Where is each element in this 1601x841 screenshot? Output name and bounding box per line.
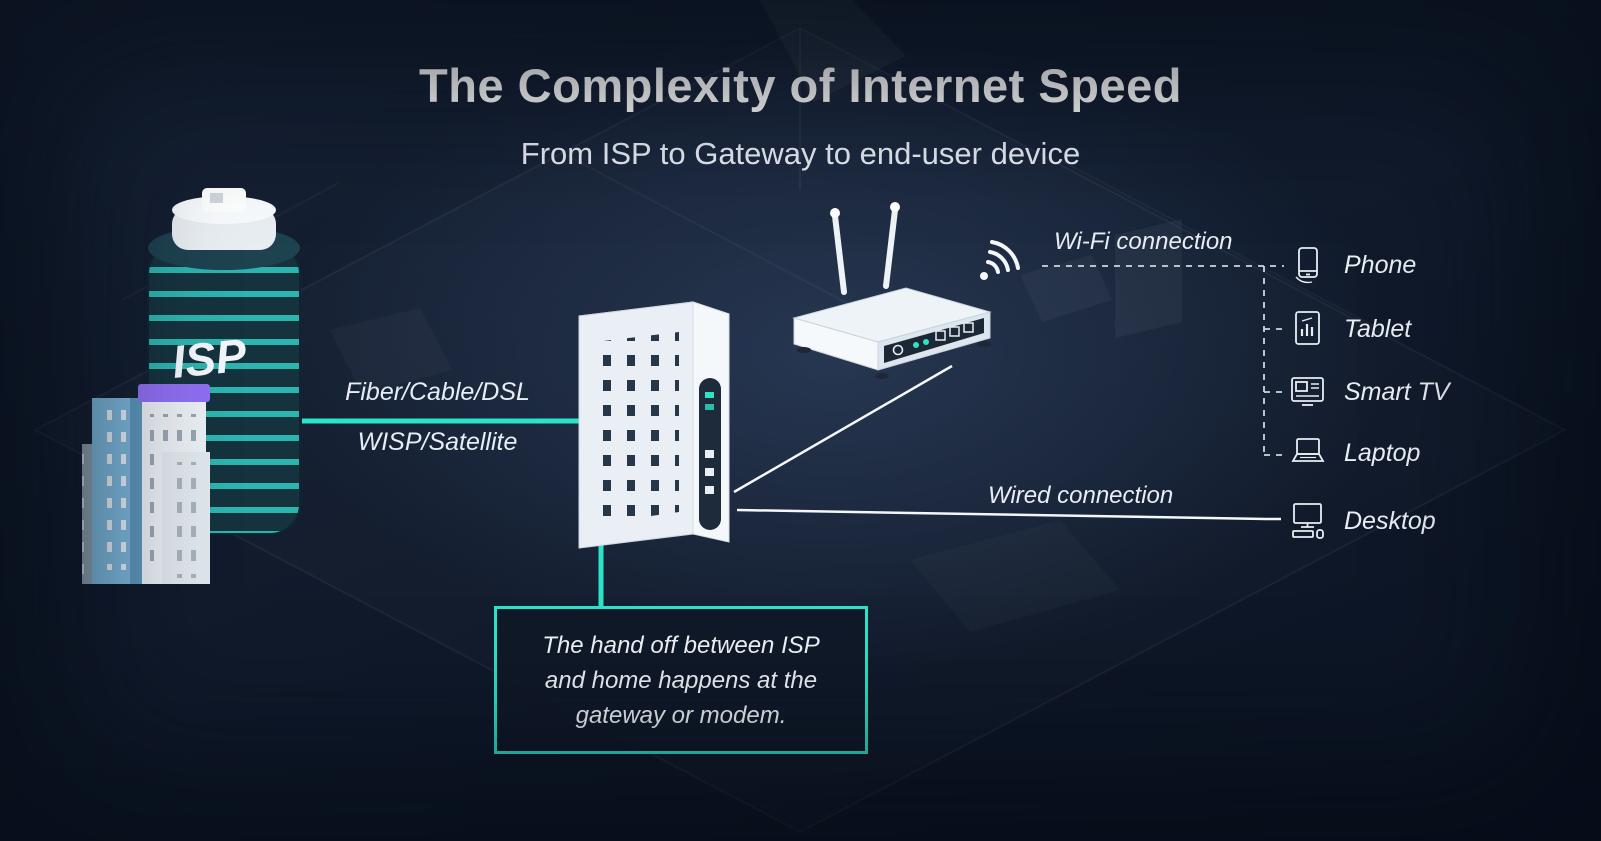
wifi-link-label: Wi-Fi connection [1054,228,1233,255]
laptop-icon [1291,438,1325,462]
isp-building: ISP [82,188,301,584]
modem-status-panel [699,378,721,530]
phone-icon [1295,247,1318,284]
device-label: Tablet [1344,314,1412,343]
wifi-signal-icon [980,240,1020,280]
smart-tv-icon [1291,377,1324,406]
callout-line: gateway or modem. [575,701,787,729]
modem-gateway [578,301,730,549]
callout-line: and home happens at the [544,666,818,694]
device-item-smart-tv: Smart TV [1286,366,1450,418]
isp-link-label-line1: Fiber/Cable/DSL [345,378,530,406]
page-subtitle: From ISP to Gateway to end-user device [520,136,1081,171]
isp-link-label-line2: WISP/Satellite [357,428,518,456]
router-antennas [832,207,898,295]
device-label: Smart TV [1344,377,1450,406]
wifi-router [792,202,992,379]
device-label: Phone [1344,250,1417,279]
desktop-icon [1292,503,1324,539]
wired-link-label: Wired connection [988,482,1174,509]
device-item-desktop: Desktop [1286,495,1436,547]
device-item-laptop: Laptop [1286,427,1420,479]
tablet-icon [1295,311,1320,345]
device-label: Desktop [1344,506,1436,535]
modem-to-router-cable [733,364,953,494]
city-buildings [82,384,210,584]
device-item-phone: Phone [1286,239,1416,291]
isp-label: ISP [170,328,249,387]
callout-box: The hand off between ISP and home happen… [494,606,868,754]
router-front-panel [884,318,984,363]
device-item-tablet: Tablet [1286,303,1411,355]
page-title: The Complexity of Internet Speed [419,59,1182,112]
callout-line: The hand off between ISP [542,631,820,659]
modem-to-desktop-cable [736,508,1281,521]
wifi-dashed-line [1042,265,1284,456]
device-label: Laptop [1344,438,1421,467]
